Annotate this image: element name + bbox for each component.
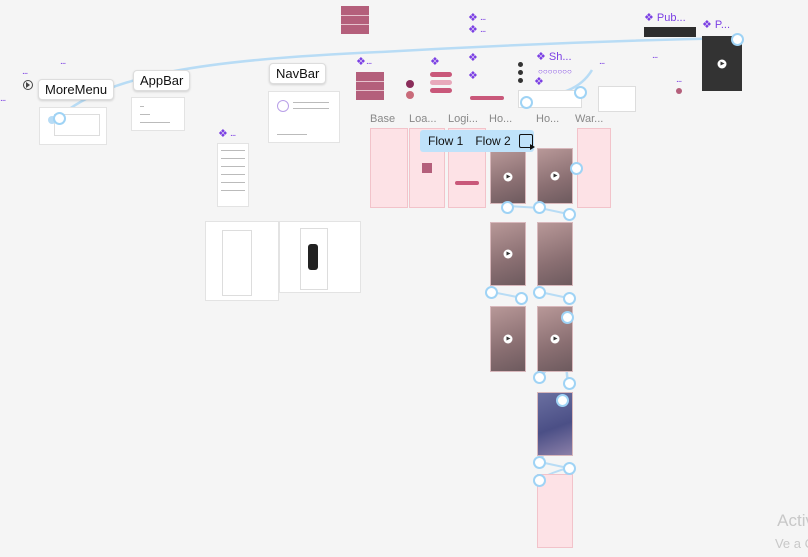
column-label: Base [370, 113, 396, 125]
dots-label: ... [676, 74, 682, 85]
flow-node[interactable] [533, 474, 546, 487]
dots-label: ... [480, 24, 486, 35]
icon-sample [518, 62, 523, 67]
component-icon: ❖ [468, 24, 478, 36]
component-icon: ❖ [468, 52, 478, 64]
pub-component-label[interactable]: ❖ Pub... [644, 12, 686, 24]
column-label: Ho... [536, 113, 560, 125]
home-screen[interactable] [490, 150, 526, 204]
column-label: Ho... [489, 113, 513, 125]
component-icon: ❖ [356, 56, 366, 68]
home-screen-empty[interactable] [537, 474, 573, 548]
list-screen[interactable] [218, 144, 248, 206]
flow-node[interactable] [485, 286, 498, 299]
component-icon: ❖ [468, 12, 478, 24]
flow-selector[interactable]: Flow 1 Flow 2 [420, 130, 535, 152]
flow-node[interactable] [53, 112, 66, 125]
flow-node[interactable] [574, 86, 587, 99]
component-icon: ❖ [468, 70, 478, 82]
home-screen[interactable] [537, 306, 573, 372]
dots-label: ... [366, 56, 372, 67]
flow-node[interactable] [563, 208, 576, 221]
flow-node[interactable] [731, 33, 744, 46]
flow-tab-1[interactable]: Flow 1 [428, 134, 464, 148]
color-dot[interactable] [406, 80, 414, 88]
flow-tab-2[interactable]: Flow 2 [475, 134, 511, 148]
more-menu-title[interactable]: MoreMenu [38, 79, 115, 100]
flow-node[interactable] [563, 377, 576, 390]
button-variant[interactable] [430, 80, 452, 85]
dots-label: ... [230, 128, 236, 139]
column-label: Logi... [448, 113, 478, 125]
color-grid-swatch[interactable] [356, 72, 384, 100]
flow-node[interactable] [533, 371, 546, 384]
nav-bar-title[interactable]: NavBar [269, 63, 327, 84]
avatar-row: ○○○○○○○ [538, 67, 572, 76]
flow-node[interactable] [563, 462, 576, 475]
base-screen[interactable] [370, 128, 408, 208]
flow-node[interactable] [561, 311, 574, 324]
home-screen[interactable] [490, 306, 526, 372]
home-screen[interactable] [537, 222, 573, 286]
component-icon: ❖ [534, 76, 544, 88]
card-component[interactable] [598, 86, 636, 112]
column-label: Loa... [409, 113, 437, 125]
sh-component-label[interactable]: ❖ Sh... [536, 51, 572, 63]
flow-node[interactable] [563, 292, 576, 305]
dots-label: ... [60, 56, 66, 67]
icon-sample [518, 78, 523, 83]
flow-node[interactable] [533, 456, 546, 469]
component-icon: ❖ [218, 128, 228, 140]
activation-watermark-text: Ve a C [774, 536, 808, 551]
flow-node[interactable] [501, 201, 514, 214]
card-component[interactable] [518, 90, 582, 108]
app-bar-frame[interactable] [132, 98, 184, 130]
home-screen[interactable] [490, 222, 526, 286]
nav-bar-frame[interactable] [269, 92, 339, 142]
color-grid-swatch[interactable] [341, 6, 369, 34]
dots-label: ... [652, 50, 658, 61]
flow-node[interactable] [570, 162, 583, 175]
dots-label: ... [599, 56, 605, 67]
button-variant[interactable] [430, 72, 452, 77]
p-component-label[interactable]: ❖ P... [702, 19, 731, 31]
home-screen[interactable] [537, 148, 573, 204]
button-variant[interactable] [430, 88, 452, 93]
dots-label: ... [480, 12, 486, 23]
flow-node[interactable] [520, 96, 533, 109]
flow-node[interactable] [533, 286, 546, 299]
play-icon[interactable] [23, 80, 33, 90]
icon-sample [518, 70, 523, 75]
input-variant[interactable] [470, 96, 504, 100]
flow-node[interactable] [515, 292, 528, 305]
flow-node[interactable] [556, 394, 569, 407]
app-bar-title[interactable]: AppBar [133, 70, 191, 91]
annotated-wireframe-1[interactable] [206, 222, 278, 300]
activation-watermark-title: Activ [777, 511, 808, 530]
flow-node[interactable] [533, 201, 546, 214]
more-menu-frame[interactable] [40, 108, 106, 144]
present-icon[interactable] [518, 134, 535, 150]
color-dot[interactable] [406, 91, 414, 99]
color-dot [676, 88, 682, 94]
annotated-wireframe-2[interactable] [280, 222, 360, 292]
dots-label: ... [0, 93, 6, 104]
component-icon: ❖ [430, 56, 440, 68]
dots-label: ... [22, 66, 28, 77]
pub-thumbnail[interactable] [644, 27, 696, 37]
column-label: War... [575, 113, 604, 125]
